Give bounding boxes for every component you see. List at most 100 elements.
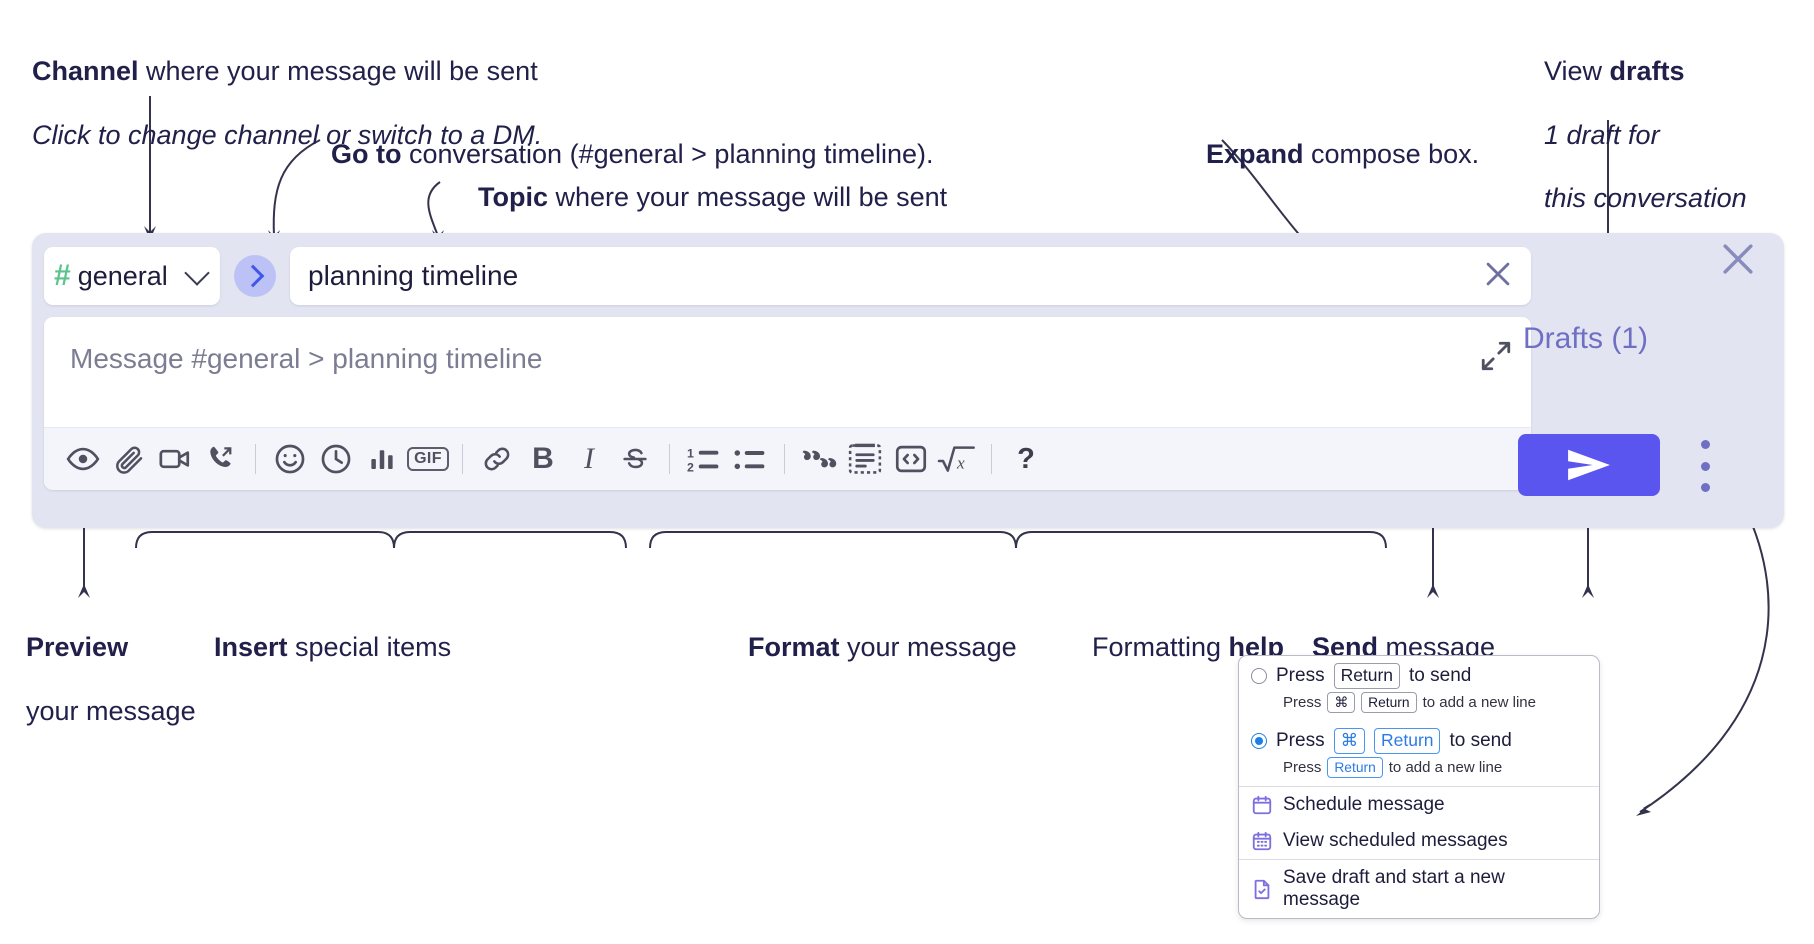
annotation-format-bold: Format	[748, 631, 840, 662]
compose-options-menu: Press Return to send Press ⌘ Return to a…	[1238, 655, 1600, 920]
option-1-sub-word-1: Press	[1283, 693, 1322, 711]
kebab-dot	[1700, 461, 1710, 471]
poll-button[interactable]	[359, 436, 405, 482]
bold-button[interactable]: B	[532, 442, 554, 475]
send-paper-plane-icon	[1568, 449, 1610, 481]
annotation-topic-rest: where your message will be sent	[548, 181, 948, 212]
menu-item-view-scheduled-messages[interactable]: View scheduled messages	[1239, 823, 1599, 859]
topic-clear-button[interactable]	[1481, 257, 1515, 296]
annotation-preview: Preview your message	[26, 600, 196, 759]
radio-cmd-return-to-send[interactable]	[1251, 733, 1267, 749]
annotation-insert-bold: Insert	[214, 631, 288, 662]
annotation-channel: Channel where your message will be sent …	[32, 24, 542, 183]
drafts-link[interactable]: Drafts (1)	[1523, 322, 1649, 355]
annotation-help-pre: Formatting	[1092, 631, 1229, 662]
annotation-goto-rest: conversation (#general > planning timeli…	[401, 138, 934, 169]
send-button[interactable]	[1518, 434, 1660, 496]
annotation-expand-bold: Expand	[1206, 138, 1304, 169]
separator-1	[255, 444, 256, 474]
formatting-help-button[interactable]: ?	[1017, 442, 1035, 475]
chevron-right-icon	[241, 264, 265, 288]
code-block-button[interactable]	[842, 436, 888, 482]
option-2-word-4: to send	[1449, 730, 1512, 751]
annotation-expand-rest: compose box.	[1303, 138, 1480, 169]
goto-conversation-button[interactable]	[234, 255, 276, 297]
emoji-button[interactable]	[267, 436, 313, 482]
svg-text:x: x	[956, 453, 965, 472]
menu-option-return-to-send[interactable]: Press Return to send Press ⌘ Return to a…	[1239, 656, 1599, 721]
video-clip-button[interactable]	[152, 436, 198, 482]
key-command: ⌘	[1333, 728, 1366, 754]
option-1-sub-word-4: to add a new line	[1422, 693, 1536, 711]
option-1-word-3: to send	[1409, 664, 1472, 686]
compose-header-row: # general planning timeline	[44, 245, 1531, 307]
document-check-icon	[1254, 879, 1270, 900]
annotation-goto-bold: Go to	[331, 138, 402, 169]
calendar-icon	[1252, 795, 1272, 815]
annotation-format: Format your message	[748, 600, 1017, 664]
menu-item-schedule-message[interactable]: Schedule message	[1239, 787, 1599, 823]
radio-return-to-send[interactable]	[1251, 667, 1267, 684]
annotation-topic-bold: Topic	[478, 181, 548, 212]
annotation-insert-rest: special items	[287, 631, 452, 662]
separator-2	[462, 444, 463, 474]
code-button[interactable]	[888, 436, 934, 482]
link-button[interactable]	[474, 436, 520, 482]
menu-item-label: Schedule message	[1283, 794, 1445, 816]
preview-button[interactable]	[60, 436, 106, 482]
calendar-grid-icon	[1252, 831, 1272, 851]
annotation-drafts-bold: drafts	[1609, 55, 1685, 86]
annotation-drafts-sub1: 1 draft for	[1544, 119, 1660, 150]
math-button[interactable]: x	[934, 436, 980, 482]
key-return: Return	[1374, 728, 1441, 754]
menu-option-cmd-return-to-send[interactable]: Press ⌘ Return to send Press Return to a…	[1239, 721, 1599, 786]
close-compose-button[interactable]	[1716, 237, 1758, 279]
kebab-dot	[1700, 440, 1710, 449]
blockquote-button[interactable]	[796, 436, 842, 482]
annotation-channel-bold: Channel	[32, 55, 139, 86]
menu-item-save-draft[interactable]: Save draft and start a new message	[1239, 860, 1599, 918]
strikethrough-button[interactable]	[612, 436, 658, 482]
option-2-word-1: Press	[1276, 730, 1325, 751]
bullet-list-button[interactable]	[727, 436, 773, 482]
gif-button[interactable]: GIF	[405, 436, 451, 482]
message-input-card[interactable]: Message #general > planning timeline	[44, 317, 1531, 490]
separator-3	[669, 444, 670, 474]
compose-options-button[interactable]	[1692, 440, 1718, 492]
key-return: Return	[1361, 691, 1417, 714]
menu-divider	[1239, 859, 1599, 861]
option-2-sub-word-3: to add a new line	[1388, 759, 1503, 777]
svg-text:1: 1	[687, 447, 694, 461]
key-return: Return	[1327, 756, 1383, 779]
separator-4	[784, 444, 785, 474]
menu-divider	[1239, 786, 1599, 788]
topic-value: planning timeline	[308, 260, 519, 291]
annotation-goto: Go to conversation (#general > planning …	[331, 107, 934, 171]
schedule-button[interactable]	[313, 436, 359, 482]
expand-compose-button[interactable]	[1479, 339, 1513, 373]
svg-text:2: 2	[687, 460, 694, 474]
kebab-dot	[1700, 483, 1710, 492]
gif-label: GIF	[407, 447, 449, 471]
annotation-channel-rest: where your message will be sent	[138, 55, 538, 86]
annotation-insert: Insert special items	[214, 600, 451, 664]
annotation-channel-sub: Click to change channel or switch to a D…	[32, 119, 543, 150]
attach-button[interactable]	[106, 436, 152, 482]
channel-selector[interactable]: # general	[44, 247, 220, 305]
italic-button[interactable]: I	[584, 442, 594, 475]
chevron-down-icon	[184, 259, 210, 286]
topic-input[interactable]: planning timeline	[290, 247, 1531, 305]
option-2-sub-word-1: Press	[1283, 759, 1322, 777]
annotation-drafts-sub2: this conversation	[1544, 183, 1747, 214]
option-1-word-1: Press	[1276, 664, 1325, 686]
menu-item-label: View scheduled messages	[1283, 830, 1508, 852]
audio-clip-button[interactable]	[198, 436, 244, 482]
separator-5	[991, 444, 992, 474]
message-placeholder: Message #general > planning timeline	[70, 343, 543, 374]
annotation-preview-sub: your message	[26, 695, 196, 726]
annotation-drafts: View drafts 1 draft for this conversatio…	[1544, 24, 1747, 247]
annotation-drafts-pre: View	[1544, 55, 1610, 86]
annotation-topic: Topic where your message will be sent	[478, 150, 947, 214]
compose-panel: # general planning timeline Message #gen…	[32, 233, 1784, 528]
